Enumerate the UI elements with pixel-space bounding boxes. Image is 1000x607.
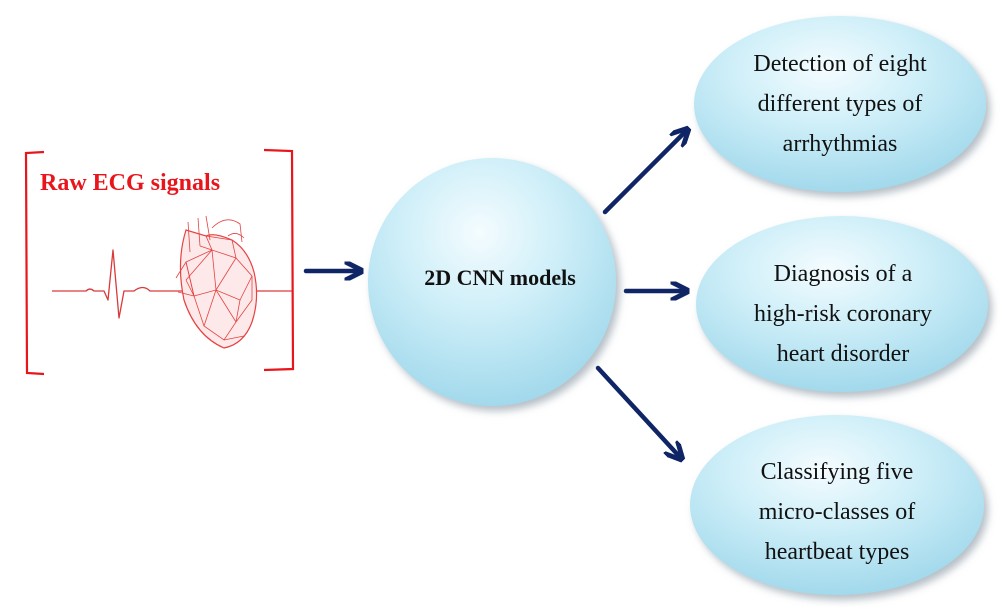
output-line: arrhythmias — [782, 131, 898, 157]
output-line: heartbeat types — [764, 539, 910, 565]
center-label: 2D CNN models — [424, 265, 576, 290]
output-line: different types of — [757, 91, 923, 117]
arrow-icon — [602, 133, 684, 215]
output-bubble-3 — [690, 415, 984, 595]
input-bracket — [24, 148, 295, 376]
output-label-2: Diagnosis of a high-risk coronary heart … — [718, 254, 968, 374]
output-line: high-risk coronary — [754, 301, 932, 327]
output-line: Detection of eight — [753, 51, 927, 77]
arrows — [303, 133, 684, 455]
output-label-3: Classifying five micro-classes of heartb… — [712, 452, 962, 572]
ecg-waveform-icon — [52, 249, 292, 319]
output-line: heart disorder — [776, 341, 910, 367]
output-line: Diagnosis of a — [773, 261, 913, 287]
output-line: Classifying five — [760, 459, 914, 485]
output-bubble-1 — [694, 16, 986, 192]
output-label-1: Detection of eight different types of ar… — [715, 44, 965, 164]
input-title: Raw ECG signals — [40, 170, 221, 196]
output-line: micro-classes of — [758, 499, 916, 525]
output-bubble-2 — [696, 216, 988, 392]
arrow-icon — [595, 365, 678, 455]
center-bubble — [368, 158, 616, 406]
heart-mesh-icon — [175, 215, 258, 349]
